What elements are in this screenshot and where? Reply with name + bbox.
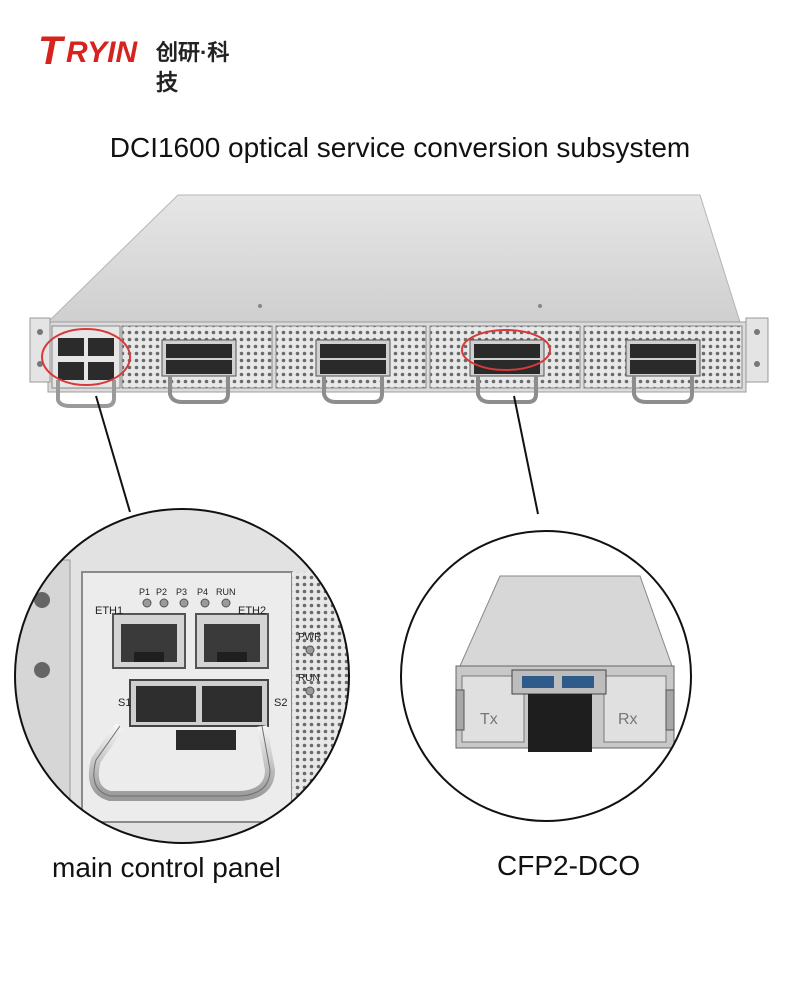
brand-logo: T RYIN 创研·科技 (38, 28, 238, 95)
logo-word: RYIN (66, 36, 138, 69)
label-pwr: PWR (298, 632, 321, 643)
caption-cfp2-dco: CFP2-DCO (497, 850, 641, 881)
magnified-cfp2-module (400, 530, 692, 822)
highlight-circle-control-panel (41, 328, 131, 386)
magnified-control-panel (14, 508, 350, 844)
label-run-top: RUN (216, 587, 236, 597)
label-s1: S1 (118, 697, 131, 709)
control-panel-front (51, 325, 121, 408)
line-card-3 (429, 325, 581, 404)
label-p1: P1 (139, 587, 150, 597)
label-eth2: ETH2 (238, 605, 266, 617)
page-title: DCI1600 optical service conversion subsy… (109, 132, 691, 163)
label-run-side: RUN (298, 673, 320, 684)
label-p2: P2 (156, 587, 167, 597)
logo-chinese: 创研·科技 (156, 40, 230, 95)
label-rx: Rx (618, 711, 638, 728)
caption-main-control-panel: main control panel (52, 852, 281, 883)
highlight-circle-cfp2-module (461, 329, 551, 371)
logo-letter-t: T (38, 29, 62, 73)
label-s2: S2 (274, 697, 287, 709)
label-tx: Tx (480, 711, 498, 728)
line-card-4 (583, 325, 743, 404)
label-p4: P4 (197, 587, 208, 597)
line-card-1 (121, 325, 273, 404)
callout-line-left (95, 395, 131, 513)
label-eth1: ETH1 (95, 605, 123, 617)
label-p3: P3 (176, 587, 187, 597)
line-card-slots (121, 325, 743, 404)
line-card-2 (275, 325, 427, 404)
callout-line-right (513, 395, 539, 515)
